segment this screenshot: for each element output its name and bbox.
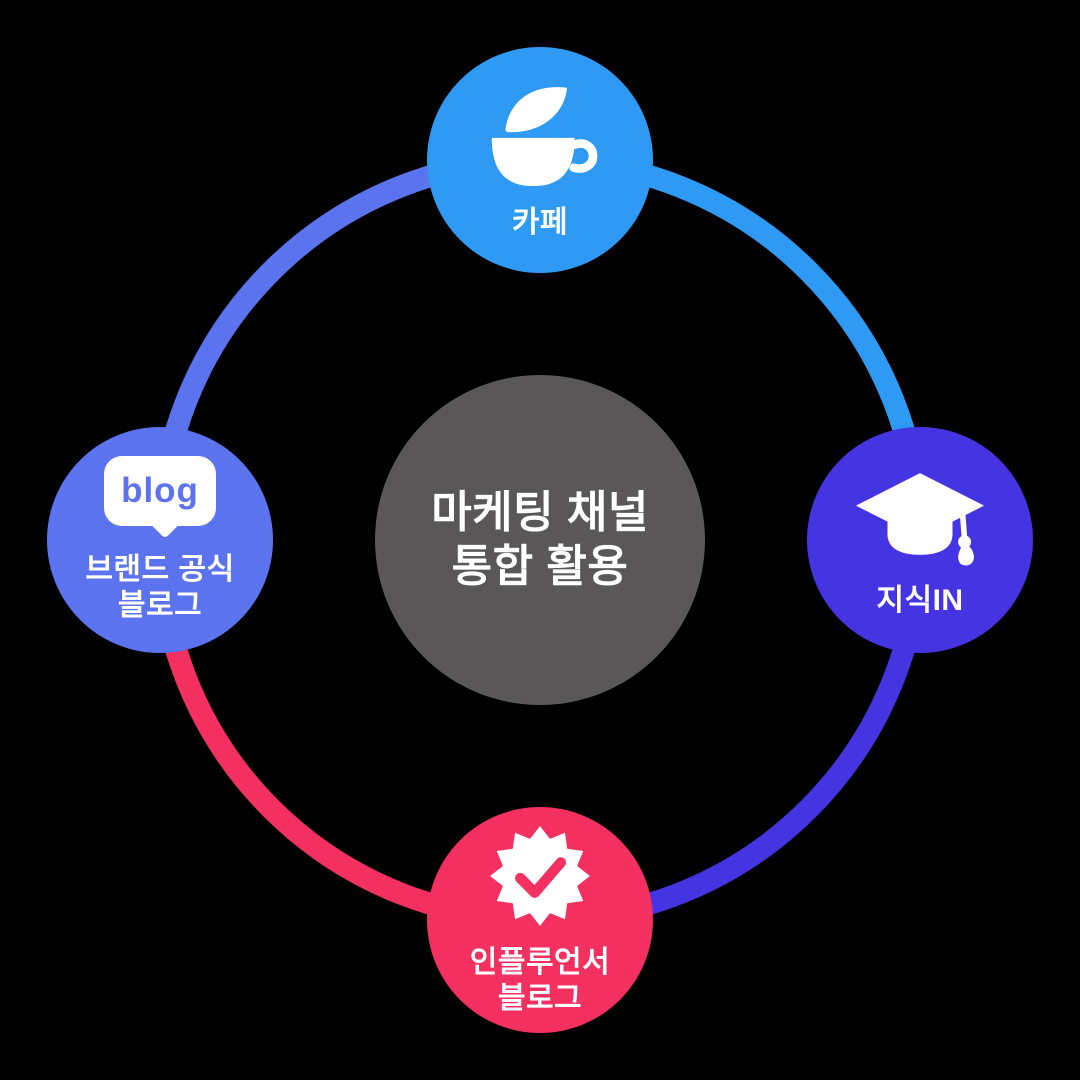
center-title-line1: 마케팅 채널 bbox=[431, 488, 649, 537]
node-brand-blog: blog 브랜드 공식 블로그 bbox=[47, 427, 273, 653]
node-influencer-blog: 인플루언서 블로그 bbox=[427, 807, 653, 1033]
node-brand-blog-label-line2: 블로그 bbox=[117, 589, 203, 622]
node-jisik-in: 지식IN bbox=[807, 427, 1033, 653]
blog-bubble-text: blog bbox=[121, 471, 199, 510]
blog-speech-bubble-icon: blog bbox=[104, 456, 216, 539]
node-cafe: 카페 bbox=[427, 47, 653, 273]
verified-check-badge-icon bbox=[488, 824, 592, 933]
blog-bubble-tail bbox=[149, 507, 181, 539]
cafe-cup-icon bbox=[482, 80, 598, 193]
node-influencer-blog-label-line1: 인플루언서 bbox=[469, 945, 611, 979]
check-glyph bbox=[515, 856, 566, 898]
node-influencer-blog-label-line2: 블로그 bbox=[497, 981, 583, 1015]
center-circle: 마케팅 채널 통합 활용 bbox=[375, 375, 705, 705]
node-cafe-label: 카페 bbox=[511, 205, 569, 239]
node-brand-blog-label-line1: 브랜드 공식 bbox=[85, 553, 235, 586]
node-jisik-in-label: 지식IN bbox=[876, 583, 964, 617]
graduation-cap-icon bbox=[845, 462, 995, 571]
center-title-line2: 통합 활용 bbox=[451, 542, 629, 591]
